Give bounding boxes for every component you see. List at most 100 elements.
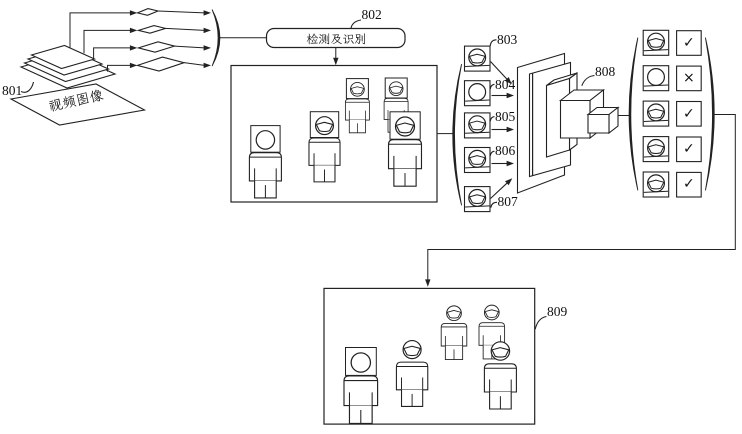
leader-802 (350, 19, 362, 29)
face-arrow-line-5 (490, 181, 509, 199)
face-mask (468, 120, 486, 131)
classifier-network (516, 52, 620, 194)
person-arm-lines (254, 168, 277, 181)
ref-label-807: 807 (497, 193, 518, 209)
face-mask (446, 310, 462, 319)
output-person-2-masked (395, 339, 429, 407)
leader-805 (489, 116, 495, 122)
result-check-box-3 (676, 100, 702, 127)
video-image-text-glyphs: 视频图像 (49, 89, 104, 112)
smallbox-front-face (587, 113, 610, 134)
leader-807 (490, 201, 498, 208)
person-torso (344, 98, 370, 121)
person-body (440, 323, 468, 361)
face-mask (468, 53, 486, 64)
person-torso (483, 363, 517, 393)
ref-label-803: 803 (497, 32, 518, 47)
face-mask (647, 144, 665, 155)
person-arm-lines (489, 379, 512, 392)
person-body (344, 98, 370, 134)
person-arm-lines (348, 392, 373, 406)
frame-out-line (157, 10, 205, 14)
person-torso (395, 361, 429, 391)
cjk-glyph (49, 98, 63, 112)
person-body (343, 375, 379, 424)
leader-804 (489, 83, 495, 90)
cjk-glyph (343, 34, 354, 44)
face-mask (395, 122, 415, 134)
arrowhead (129, 45, 138, 51)
face-chip-805 (463, 112, 491, 139)
person-head (350, 352, 372, 373)
arrowhead (506, 126, 514, 133)
leader-801 (20, 81, 35, 93)
result-face-chip-4 (642, 136, 670, 163)
cjk-glyph (318, 33, 330, 45)
result-face-chip-2 (642, 65, 670, 92)
face-chip-803 (463, 45, 491, 72)
pyramid-sheet-1 (29, 44, 97, 70)
ref-label-802: 802 (361, 7, 382, 22)
person-arm-lines (444, 336, 464, 347)
scene-person-1-unmasked (248, 130, 282, 199)
scene-person-2-masked (308, 116, 341, 183)
face-mask (389, 85, 403, 94)
frame-out-line (165, 27, 205, 31)
result-face-chip-5 (642, 171, 670, 198)
cjk-glyph (331, 34, 342, 45)
ref-label-806: 806 (495, 143, 516, 159)
face-mask (403, 345, 421, 357)
face-chip-807 (463, 186, 491, 213)
result-face-chip-3 (642, 100, 670, 127)
cjk-glyph (62, 95, 77, 109)
arrowhead (203, 62, 211, 69)
result-check-box-4 (676, 136, 702, 163)
person-arm-lines (313, 153, 336, 166)
ref-label-809: 809 (547, 304, 568, 319)
arrowhead (506, 92, 514, 99)
video-frames-stack (9, 44, 147, 126)
face-mask (484, 309, 499, 318)
arrowhead (333, 57, 339, 66)
person-torso (478, 322, 506, 346)
arrowhead (129, 10, 138, 16)
result-mark-2: × (683, 70, 695, 87)
face-arrow-line-1 (490, 61, 508, 81)
person-head (255, 130, 276, 150)
face-mask (468, 194, 486, 205)
person-torso (308, 137, 341, 166)
face-mask (647, 37, 665, 48)
output-person-1-unmasked (343, 352, 379, 424)
result-check-box-2 (676, 65, 702, 92)
results-to-output-wire (427, 114, 736, 281)
arrowhead (505, 178, 513, 186)
arrowhead (506, 160, 514, 167)
frame-out-line (174, 45, 205, 49)
frame-2 (136, 25, 168, 34)
person-arm-lines (393, 155, 417, 169)
connector-frame-3 (93, 47, 132, 60)
results-brace-left (628, 37, 639, 191)
ref-label-804: 804 (495, 76, 516, 92)
person-body (483, 363, 517, 410)
ref-label-801: 801 (2, 82, 23, 98)
face-chip-head (646, 67, 665, 86)
arrowhead (504, 77, 512, 85)
faces-brace (452, 64, 462, 206)
leader-809 (534, 315, 547, 330)
frame-out-line (183, 62, 205, 66)
person-torso (440, 323, 468, 347)
person-arm-lines (401, 377, 424, 390)
arrowhead (203, 10, 211, 16)
face-chip-804 (463, 80, 491, 107)
frame-3 (136, 41, 177, 53)
connector-frame-1 (69, 12, 131, 48)
face-chip-806 (463, 146, 491, 174)
result-mark-3: ✓ (683, 105, 695, 122)
face-mask (491, 347, 510, 358)
connector-frame-2 (83, 29, 132, 54)
face-mask (468, 155, 486, 165)
arrowhead (203, 45, 211, 51)
person-arm-lines (348, 110, 366, 121)
